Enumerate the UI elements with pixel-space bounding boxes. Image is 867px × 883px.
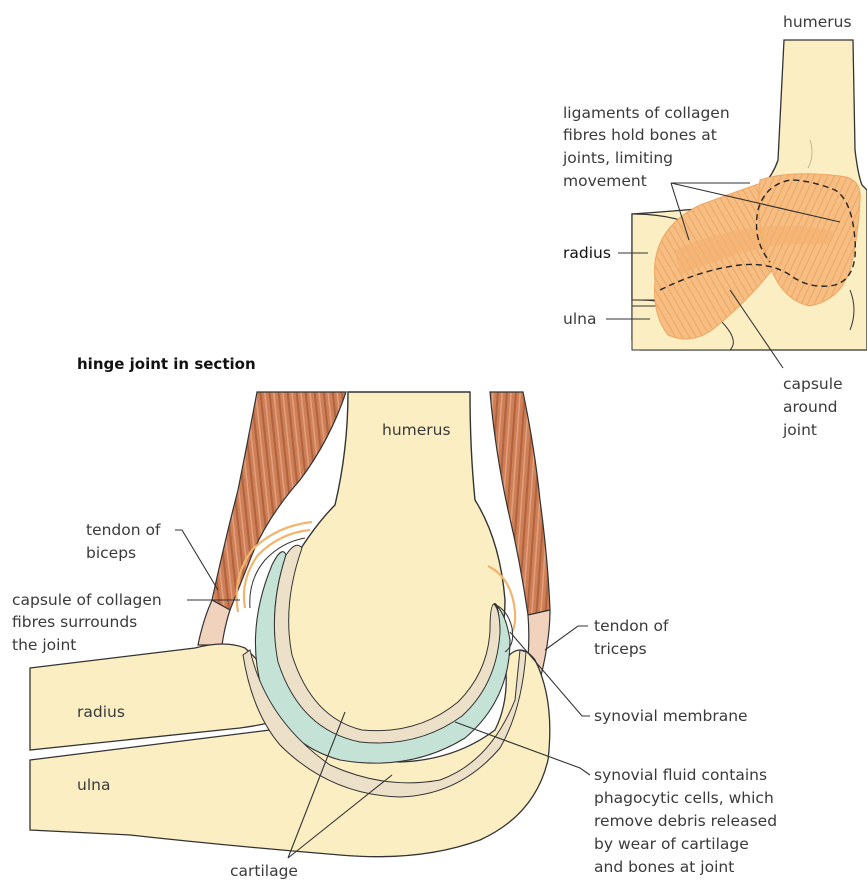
capsule-label-line3: joint [782,421,817,439]
ligaments-label-line4: movement [563,172,647,190]
synovial-fluid-label-line5: and bones at joint [594,858,734,876]
capsule-collagen-label-line1: capsule of collagen [12,591,162,609]
ligaments-label-line1: ligaments of collagen [563,104,730,122]
capsule-collagen-label-line3: the joint [12,636,76,654]
tendon-biceps-leader [175,530,218,590]
ulna-label: ulna [77,776,110,794]
synovial-fluid-label-line2: phagocytic cells, which [594,789,774,807]
synovial-fluid-label-line3: remove debris released [594,812,777,830]
tendon-triceps-label-line2: triceps [594,640,647,658]
cartilage-label: cartilage [230,862,298,880]
capsule-label-line2: around [783,398,838,416]
upper-radius-label: radius [563,244,611,262]
synovial-fluid-label-line4: by wear of cartilage [594,835,749,853]
tendon-triceps-leader [545,626,588,650]
tendon-biceps-label-line1: tendon of [86,521,161,539]
external-joint-diagram [632,40,867,350]
upper-ulna-label: ulna [563,310,596,328]
synovial-fluid-label-line1: synovial fluid contains [594,766,767,784]
upper-humerus-label: humerus [783,13,852,31]
synovial-membrane-label: synovial membrane [594,707,748,725]
humerus-label: humerus [382,421,451,439]
tendon-biceps-label-line2: biceps [86,544,136,562]
tendon-triceps-label-line1: tendon of [594,617,669,635]
capsule-collagen-label-line2: fibres surrounds [12,613,137,631]
ligaments-label-line2: fibres hold bones at [563,126,717,144]
capsule-label-line1: capsule [783,375,843,393]
section-title: hinge joint in section [77,355,256,373]
ligaments-label-line3: joints, limiting [562,149,673,167]
biceps-tendon [198,600,230,645]
radius-label: radius [77,703,125,721]
